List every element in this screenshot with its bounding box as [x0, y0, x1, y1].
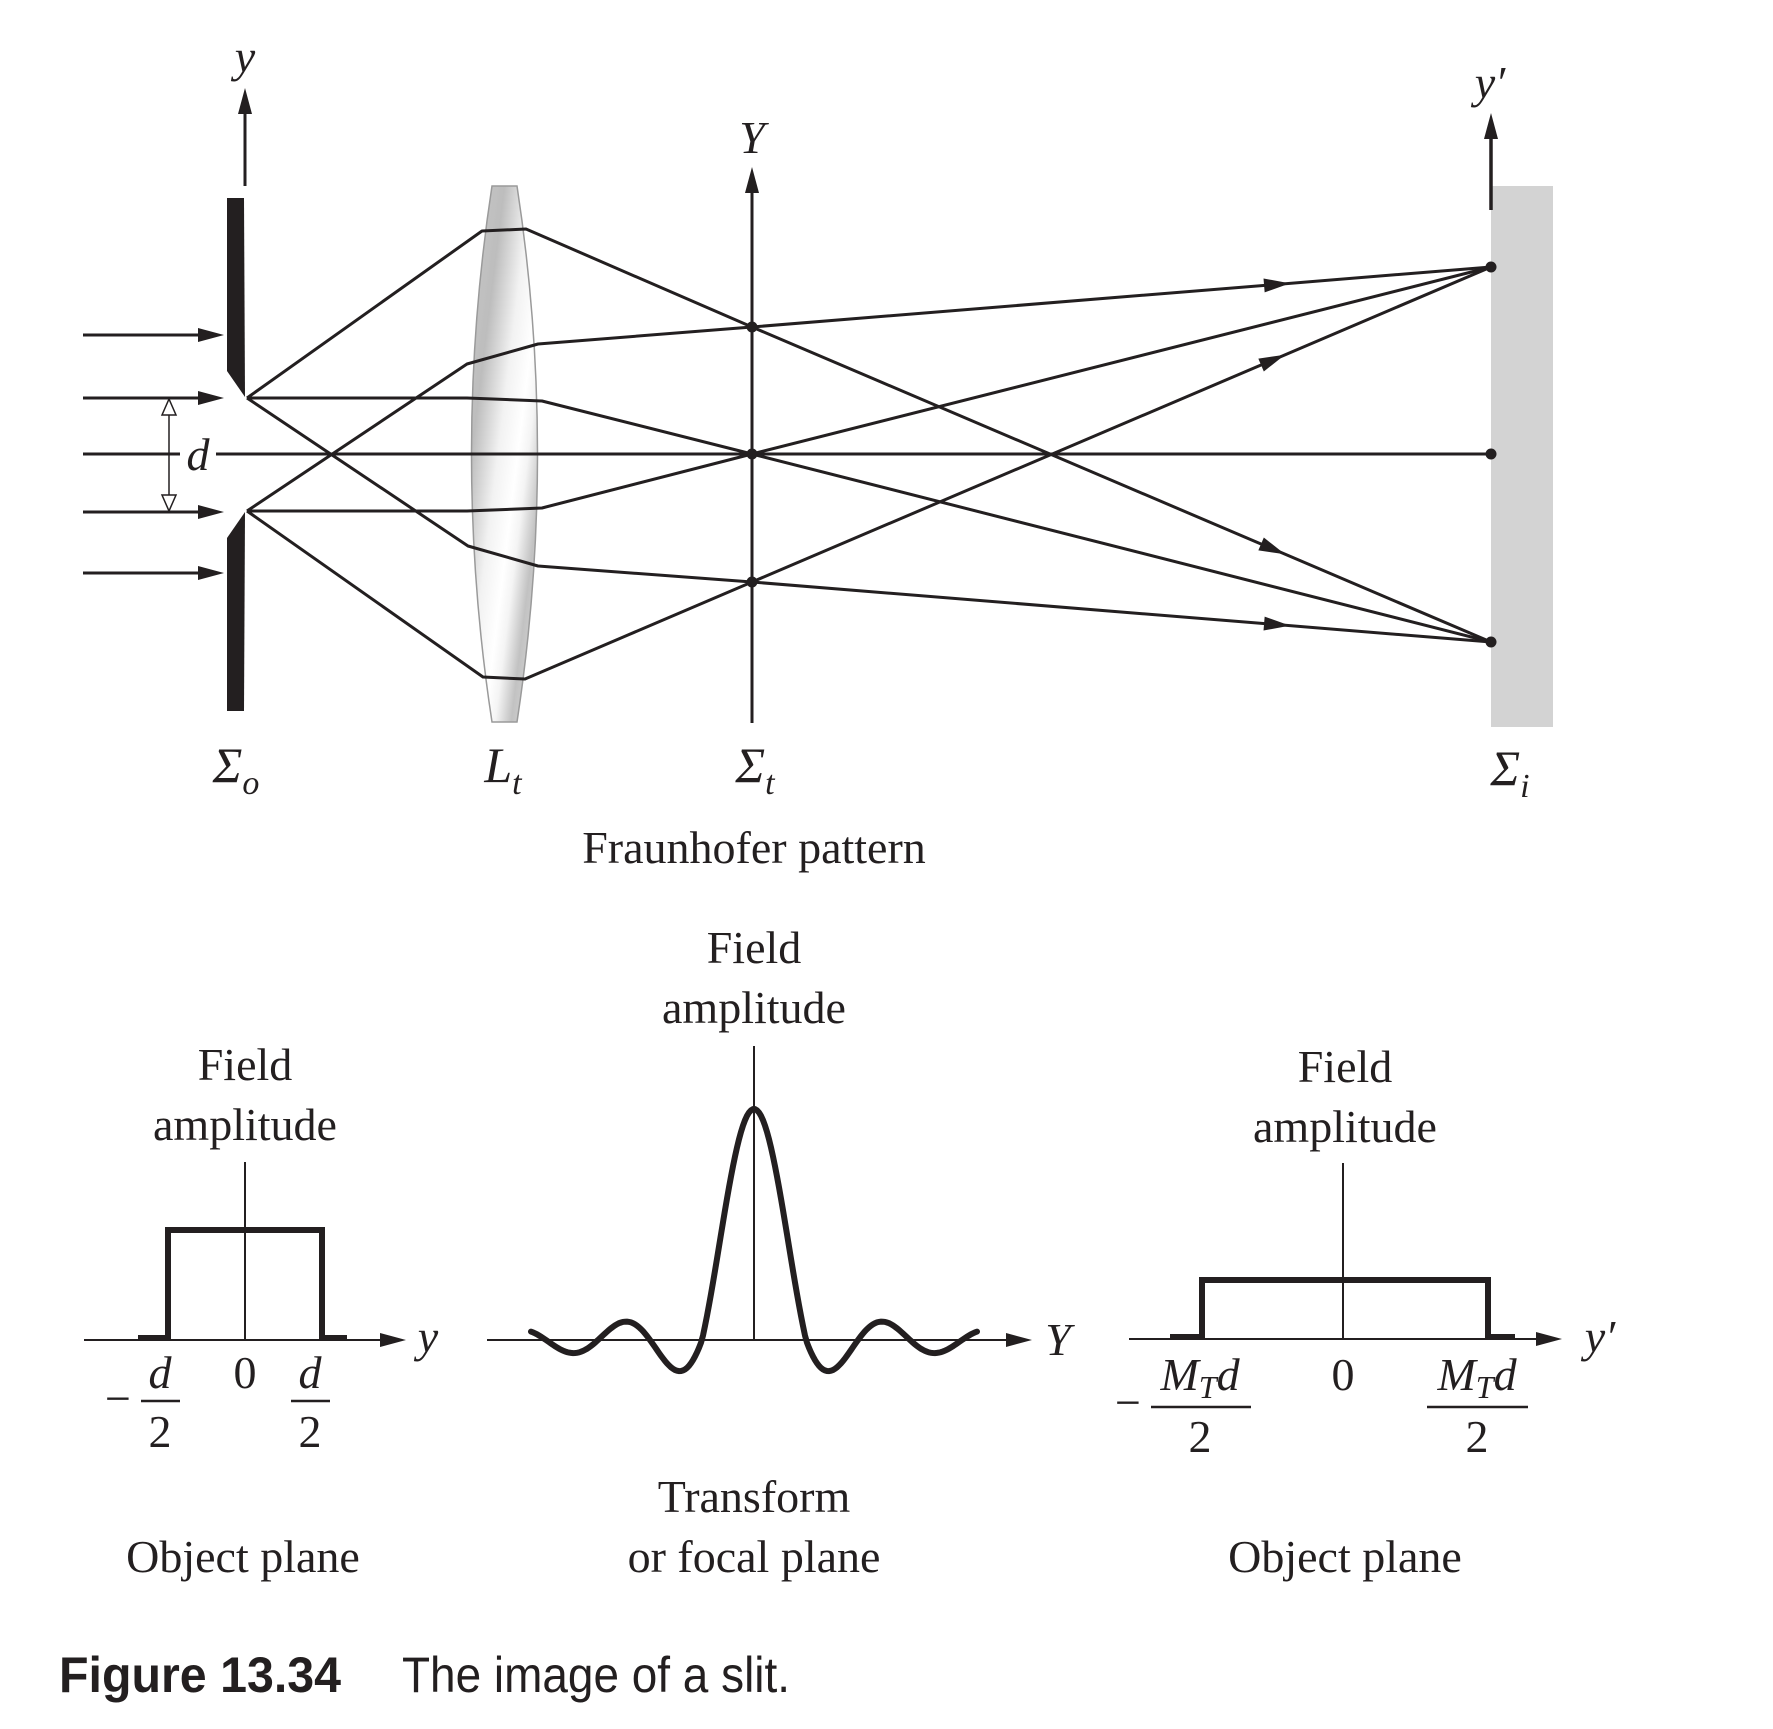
- image-screen: [1491, 186, 1553, 727]
- axis-arrowhead-icon: [380, 1333, 406, 1347]
- ray-arrowhead-icon: [1263, 278, 1290, 293]
- ray: [246, 265, 1492, 513]
- position-axis-label: y′: [1581, 1311, 1616, 1362]
- fraunhofer-pattern-label: Fraunhofer pattern: [582, 822, 926, 873]
- rays-lower-edge: [246, 265, 1492, 681]
- arrowhead-icon: [198, 328, 224, 342]
- plot-ylabel-line2: amplitude: [662, 982, 846, 1033]
- transform-axis-label: Y: [739, 112, 769, 163]
- incoming-rays: [83, 328, 224, 580]
- rect-profile: [138, 1227, 347, 1341]
- arrowhead-icon: [198, 566, 224, 580]
- plot-ylabel-line1: Field: [707, 922, 802, 973]
- transform-point-top: [746, 321, 758, 333]
- plot-caption-line2: or focal plane: [628, 1531, 881, 1582]
- image-point-top: [1485, 261, 1497, 273]
- tick-left-numerator: d: [149, 1347, 173, 1398]
- tick-minus-sign: −: [1115, 1377, 1141, 1428]
- image-point-bottom: [1485, 636, 1497, 648]
- plot-caption-line1: Transform: [658, 1471, 851, 1522]
- plot-ylabel-line2: amplitude: [1253, 1101, 1437, 1152]
- plot-caption: Object plane: [126, 1531, 360, 1582]
- tick-right-denominator: 2: [299, 1406, 322, 1457]
- figure-caption-text: The image of a slit.: [402, 1647, 790, 1703]
- dimension-arrow-down-icon: [160, 494, 178, 513]
- image-plane-plot: Field amplitude y′ − MTd 2 0 MTd 2 Objec…: [1115, 1041, 1616, 1582]
- position-axis-label: y: [414, 1311, 439, 1362]
- axis-arrowhead-icon: [238, 88, 252, 114]
- image-axis-label: y′: [1471, 57, 1506, 108]
- arrowhead-icon: [198, 505, 224, 519]
- ray: [247, 265, 1492, 513]
- axis-arrowhead-icon: [745, 167, 759, 193]
- dimension-arrow-up-icon: [160, 397, 178, 416]
- rect-profile: [1170, 1277, 1515, 1340]
- tick-right-numerator: d: [299, 1347, 323, 1398]
- arrowhead-icon: [198, 391, 224, 405]
- transform-plane-plot: Field amplitude Y Transform or focal pla…: [487, 922, 1075, 1582]
- tick-minus-sign: −: [105, 1373, 131, 1424]
- tick-center: 0: [1332, 1349, 1355, 1400]
- ray-arrowhead-icon: [1258, 354, 1285, 372]
- transform-point-bottom: [746, 576, 758, 588]
- ray-arrowheads: [1258, 278, 1290, 631]
- lens-label: Lt: [483, 737, 523, 802]
- object-plane-plot: Field amplitude y − d 2 0 d 2 Object pla…: [84, 1039, 439, 1582]
- ray: [246, 396, 1492, 644]
- tick-right-numerator: MTd: [1436, 1349, 1517, 1405]
- object-plane-label: Σo: [212, 737, 260, 802]
- figure-number: Figure 13.34: [59, 1647, 341, 1703]
- tick-left-numerator: MTd: [1159, 1349, 1240, 1405]
- slit-width-label: d: [187, 429, 211, 480]
- optical-diagram: d y Y y′: [83, 31, 1553, 873]
- ray-arrowhead-icon: [1263, 616, 1290, 631]
- tick-center: 0: [234, 1347, 257, 1398]
- ray: [247, 396, 1492, 644]
- transform-plane-label: Σt: [734, 737, 776, 802]
- tick-left-denominator: 2: [149, 1406, 172, 1457]
- tick-left-denominator: 2: [1189, 1411, 1212, 1462]
- axis-arrowhead-icon: [1484, 113, 1498, 139]
- ray: [246, 265, 1492, 681]
- plot-ylabel-line1: Field: [1298, 1041, 1393, 1092]
- position-axis-label: Y: [1045, 1314, 1075, 1365]
- plot-caption: Object plane: [1228, 1531, 1462, 1582]
- sinc-profile: [528, 1106, 980, 1375]
- plot-ylabel-line2: amplitude: [153, 1099, 337, 1150]
- image-plane-label: Σi: [1489, 740, 1529, 805]
- plot-ylabel-line1: Field: [198, 1039, 293, 1090]
- slit-upper-jaw: [227, 198, 245, 397]
- rays-upper-edge: [246, 227, 1492, 644]
- figure-caption: Figure 13.34 The image of a slit.: [59, 1647, 790, 1703]
- slit-lower-jaw: [227, 512, 245, 711]
- tick-right-denominator: 2: [1466, 1411, 1489, 1462]
- image-point-center: [1485, 448, 1497, 460]
- transform-point-center: [746, 448, 758, 460]
- slit-width-dimension: d: [160, 397, 211, 513]
- axis-arrowhead-icon: [1006, 1333, 1032, 1347]
- ray-arrowhead-icon: [1258, 537, 1285, 555]
- ray: [246, 227, 1492, 644]
- object-axis-label: y: [231, 31, 256, 82]
- axis-arrowhead-icon: [1536, 1332, 1562, 1346]
